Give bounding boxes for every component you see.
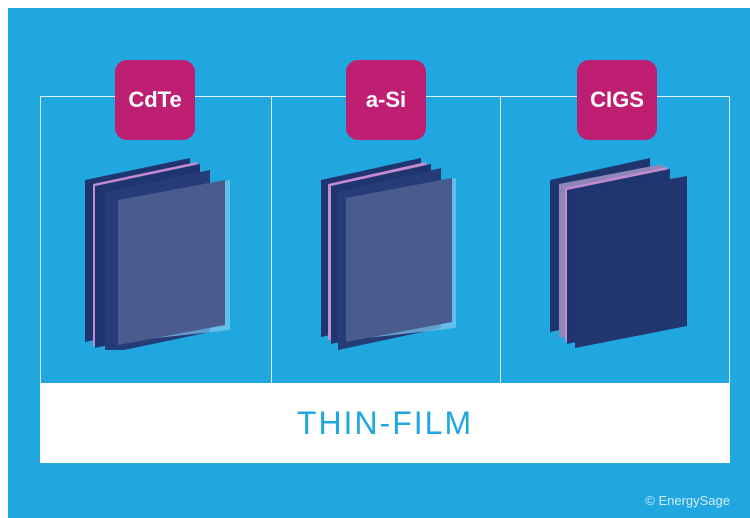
banner-title: THIN-FILM — [297, 405, 473, 442]
cigs-panel-stack — [545, 150, 695, 350]
column-divider-2 — [500, 96, 501, 383]
column-divider-1 — [271, 96, 272, 383]
badge-a-si: a-Si — [346, 60, 426, 140]
badge-cigs-label: CIGS — [590, 87, 644, 113]
cigs-layer-front — [575, 176, 687, 348]
credit-text: © EnergySage — [645, 493, 730, 508]
cdte-layer-glass — [118, 180, 225, 345]
badge-a-si-label: a-Si — [366, 87, 406, 113]
badge-cigs: CIGS — [577, 60, 657, 140]
badge-cdte-label: CdTe — [128, 87, 181, 113]
thin-film-banner: THIN-FILM — [40, 383, 730, 463]
a-si-layer-glass — [346, 178, 452, 342]
cdte-panel-stack — [80, 150, 230, 350]
badge-cdte: CdTe — [115, 60, 195, 140]
a-si-panel-stack — [316, 150, 466, 350]
